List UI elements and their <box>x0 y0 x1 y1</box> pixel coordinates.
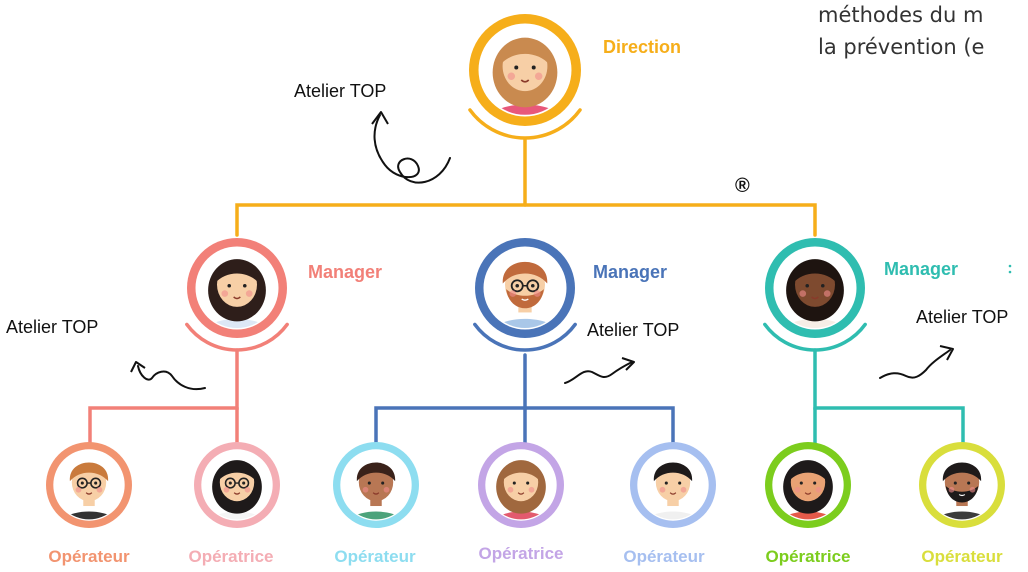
man-glasses-avatar <box>46 442 132 528</box>
atelier-arrows <box>130 111 954 391</box>
registered-mark: ® <box>735 175 750 197</box>
connectors <box>88 138 965 447</box>
arrow-manager-right <box>879 345 954 379</box>
operator-label: Opérateur <box>334 547 416 566</box>
operator-label: Opérateur <box>921 547 1003 566</box>
arrow-manager-center <box>564 357 635 384</box>
operator-label: Opératrice <box>188 547 273 566</box>
operator-label: Opérateur <box>623 547 705 566</box>
avatars <box>46 14 1005 528</box>
manager-label-left: Manager <box>308 262 382 282</box>
woman-black-hair-avatar <box>765 442 851 528</box>
woman-glasses-avatar <box>194 442 280 528</box>
connector-manager-center <box>374 353 527 447</box>
woman-black-hair-avatar <box>185 238 289 352</box>
woman-dark-skin-avatar <box>763 238 867 352</box>
atelier-top-label-manager-right: Atelier TOP <box>916 307 1008 327</box>
connector-manager-right <box>813 348 965 447</box>
woman-ginger-hair-avatar <box>468 14 582 140</box>
atelier-top-label-manager-left: Atelier TOP <box>6 317 98 337</box>
man-red-beard-glasses-avatar <box>473 238 577 352</box>
connector-direction-branch <box>235 203 817 237</box>
corner-text-line-1: méthodes du m <box>818 3 984 27</box>
man-beard-avatar <box>919 442 1005 528</box>
woman-brown-hair-avatar <box>478 442 564 528</box>
man-brown-skin-avatar <box>333 442 419 528</box>
arrow-manager-left <box>130 361 206 391</box>
operator-label: Opératrice <box>765 547 850 566</box>
direction-label: Direction <box>603 37 681 57</box>
atelier-top-label-direction: Atelier TOP <box>294 81 386 101</box>
arrow-direction <box>371 111 451 184</box>
connector-manager-center <box>523 406 675 447</box>
manager-label-center: Manager <box>593 262 667 282</box>
manager-label-right: Manager <box>884 259 958 279</box>
connector-manager-left <box>88 348 239 447</box>
operator-label: Opérateur <box>48 547 130 566</box>
operator-label: Opératrice <box>478 544 563 563</box>
dot-decoration <box>1008 270 1012 274</box>
dot-decoration <box>1008 264 1012 268</box>
atelier-top-label-manager-center: Atelier TOP <box>587 320 679 340</box>
man-black-hair-avatar <box>630 442 716 528</box>
corner-text-line-2: la prévention (e <box>818 35 985 59</box>
